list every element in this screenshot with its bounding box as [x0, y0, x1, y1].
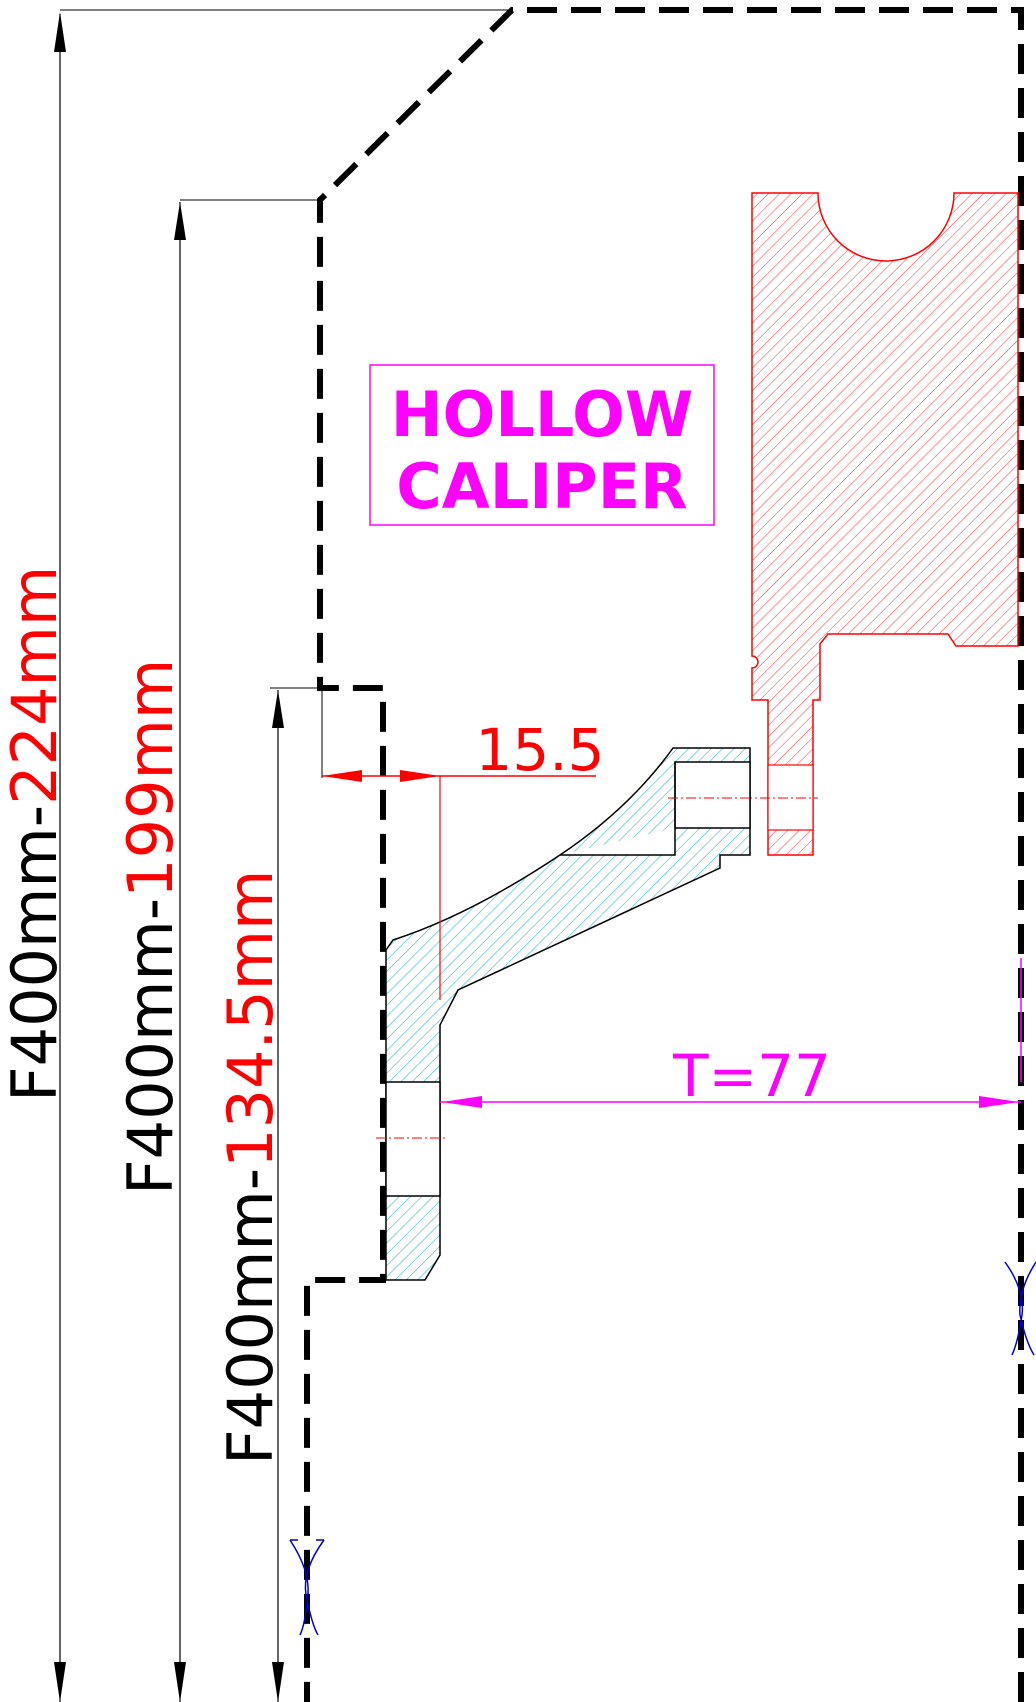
dimension-thickness: T=77 — [440, 958, 1022, 1110]
dimension-134-5: F400mm-134.5mm — [214, 690, 287, 1702]
caliper-body — [742, 192, 1019, 856]
title-box: HOLLOW CALIPER — [369, 364, 715, 526]
svg-text:F400mm-224mm: F400mm-224mm — [0, 566, 71, 1102]
dimension-224: F400mm-224mm — [0, 12, 71, 1702]
dimension-199-prefix: F400mm- — [114, 898, 187, 1195]
dimension-134-value: 134.5mm — [214, 870, 287, 1168]
svg-text:F400mm-134.5mm: F400mm-134.5mm — [214, 870, 287, 1465]
dimension-199-value: 199mm — [114, 659, 187, 898]
dimension-224-value: 224mm — [0, 566, 71, 805]
offset-value: 15.5 — [475, 716, 604, 784]
title-line-2: CALIPER — [396, 450, 688, 523]
break-symbol-right — [1004, 1261, 1036, 1356]
dimension-134-prefix: F400mm- — [214, 1168, 287, 1465]
thickness-value: T=77 — [672, 1042, 831, 1110]
break-symbol-left — [289, 1539, 325, 1636]
title-line-1: HOLLOW — [391, 378, 694, 451]
dimension-224-prefix: F400mm- — [0, 805, 71, 1102]
extension-lines — [60, 9, 512, 778]
caliper-adapter — [376, 747, 752, 1281]
dimension-offset: 15.5 — [322, 716, 605, 1000]
svg-text:F400mm-199mm: F400mm-199mm — [114, 659, 187, 1195]
dimension-199: F400mm-199mm — [114, 202, 187, 1702]
